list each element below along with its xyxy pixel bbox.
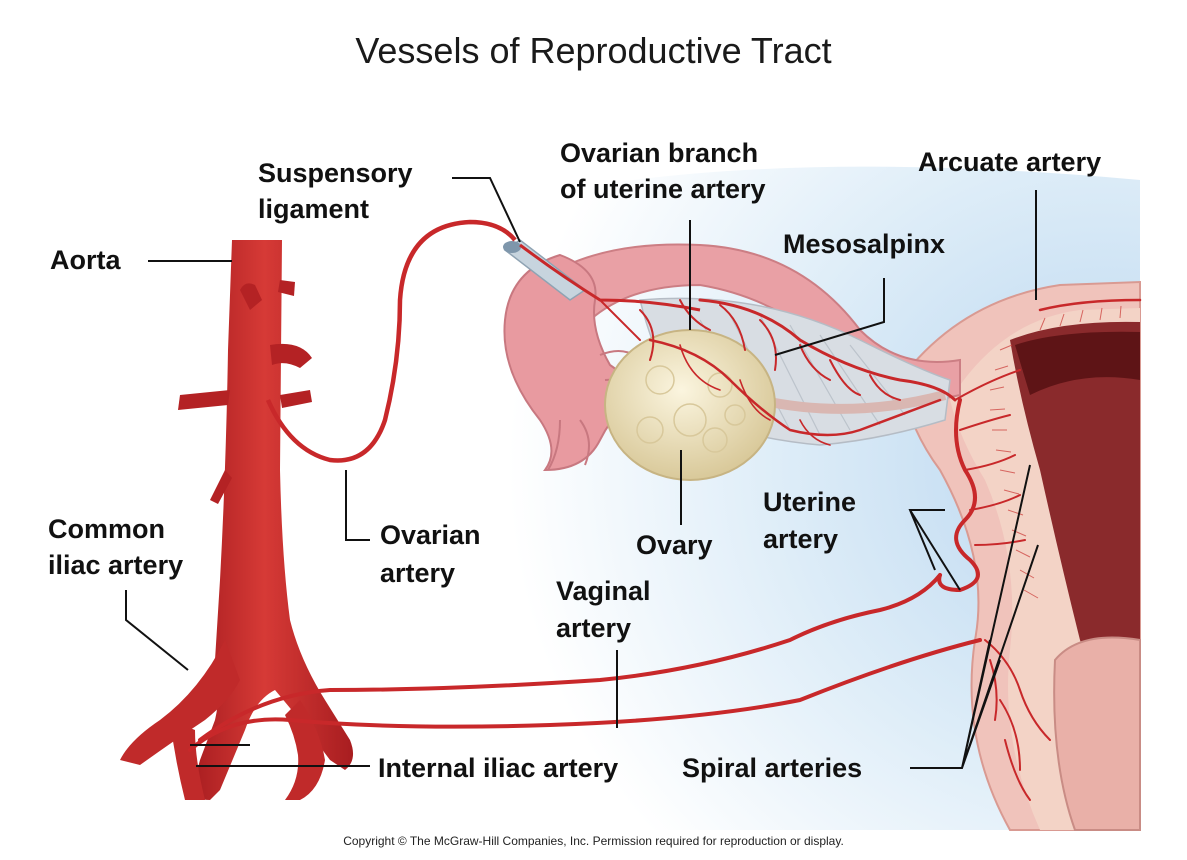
uterine-artery-branches xyxy=(188,298,1142,801)
copyright-notice: Copyright © The McGraw-Hill Companies, I… xyxy=(343,834,844,848)
label-vaginal-artery-line1: Vaginal xyxy=(556,576,651,606)
label-ovary: Ovary xyxy=(636,530,713,560)
label-mesosalpinx: Mesosalpinx xyxy=(783,229,946,259)
fimbriae xyxy=(503,253,631,472)
label-ovarian-artery-line1: Ovarian xyxy=(380,520,481,550)
uterine-cavity xyxy=(1010,321,1140,720)
label-aorta: Aorta xyxy=(50,245,121,275)
label-suspensory-ligament-line2: ligament xyxy=(258,194,370,224)
diagram-title: Vessels of Reproductive Tract xyxy=(355,30,832,71)
label-vaginal-artery-line2: artery xyxy=(556,613,632,643)
label-suspensory-ligament-line1: Suspensory xyxy=(258,158,413,188)
aorta xyxy=(192,240,354,800)
ovarian-artery xyxy=(265,219,517,463)
label-ovarian-artery-line2: artery xyxy=(380,558,456,588)
label-uterine-artery-line2: artery xyxy=(763,524,839,554)
leader-lines xyxy=(125,177,1039,769)
label-uterine-artery-line1: Uterine xyxy=(763,487,857,517)
label-arcuate-artery: Arcuate artery xyxy=(918,147,1102,177)
label-ovarian-branch-line1: Ovarian branch xyxy=(560,138,759,168)
label-common-iliac-line2: iliac artery xyxy=(48,550,184,580)
cervix xyxy=(1053,636,1141,831)
label-common-iliac-line1: Common xyxy=(48,514,165,544)
label-internal-iliac-artery: Internal iliac artery xyxy=(378,753,619,783)
label-spiral-arteries: Spiral arteries xyxy=(682,753,863,783)
label-ovarian-branch-line2: of uterine artery xyxy=(560,174,766,204)
